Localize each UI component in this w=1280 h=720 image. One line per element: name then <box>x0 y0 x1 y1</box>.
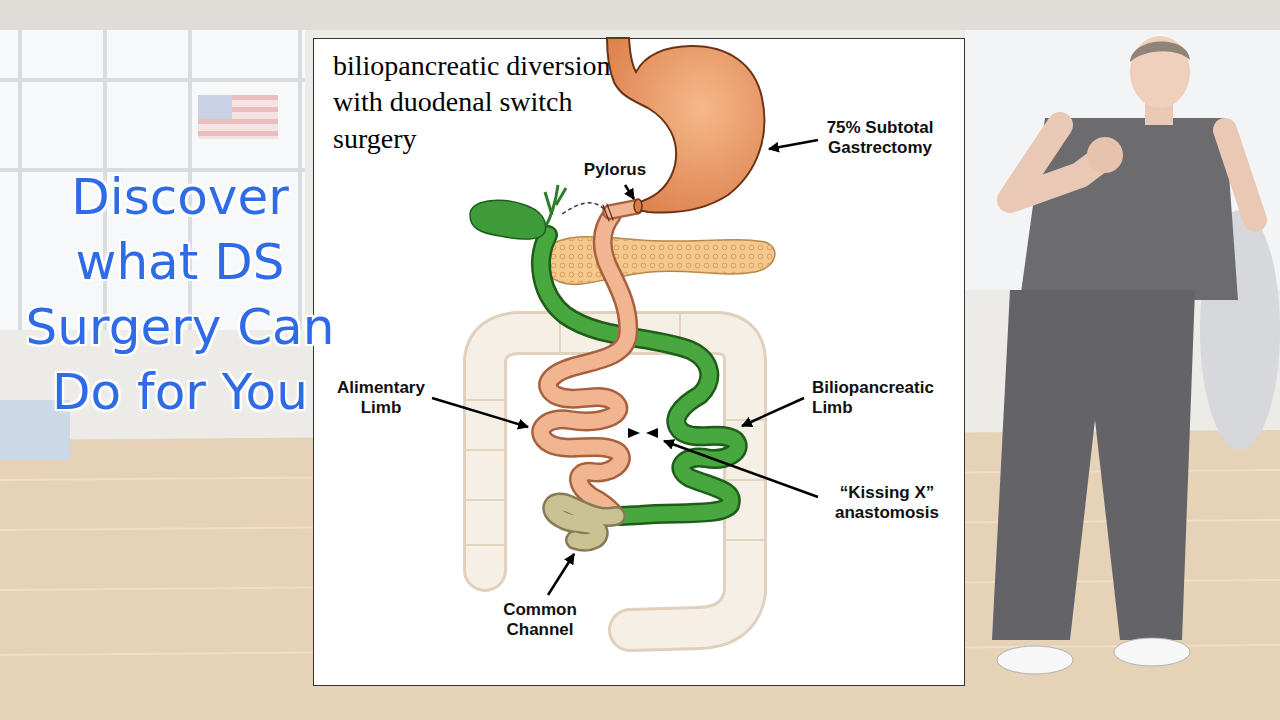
alimentary-limb <box>541 204 636 514</box>
kissing-x-arrows <box>628 428 658 438</box>
stomach-sleeve <box>607 38 764 213</box>
pylorus-ring <box>634 199 642 213</box>
leader-lines <box>625 185 634 199</box>
alimentary-limb <box>603 204 613 221</box>
stomach-sleeve <box>607 38 764 212</box>
part-label: Pylorus <box>575 160 655 180</box>
part-label: Common Channel <box>490 600 590 639</box>
leader-lines <box>432 398 528 427</box>
leader-lines <box>664 441 818 497</box>
leader-lines <box>769 140 818 149</box>
figure-title: biliopancreatic diversion with duodenal … <box>333 48 623 157</box>
gallbladder <box>470 200 546 239</box>
part-label: Alimentary Limb <box>335 378 427 417</box>
gallbladder <box>545 185 566 228</box>
part-label: “Kissing X” anastomosis <box>822 483 952 522</box>
common-channel <box>552 502 616 541</box>
leader-lines <box>548 554 574 595</box>
headline-overlay: Discover what DS Surgery Can Do for You <box>10 165 350 425</box>
common-channel <box>552 502 616 541</box>
leader-lines <box>432 140 818 595</box>
part-label: 75% Subtotal Gastrectomy <box>815 118 945 157</box>
alimentary-limb <box>610 207 636 212</box>
pancreas <box>540 237 775 285</box>
colon <box>726 539 764 541</box>
pancreas <box>540 237 775 285</box>
part-label: Biliopancreatic Limb <box>812 378 960 417</box>
figure-panel <box>314 39 965 686</box>
alimentary-limb <box>541 215 628 514</box>
kissing-x-arrows <box>646 428 658 438</box>
colon <box>466 544 504 546</box>
pancreas <box>540 237 775 285</box>
colon <box>466 399 504 401</box>
gallbladder <box>470 185 566 239</box>
alimentary-limb <box>610 207 636 212</box>
colon <box>466 499 504 501</box>
duodenal-stump-line <box>562 203 604 214</box>
colon <box>466 449 504 451</box>
alimentary-limb <box>541 215 628 514</box>
kissing-x-arrows <box>628 428 640 438</box>
common-channel <box>552 502 616 541</box>
leader-lines <box>742 398 804 426</box>
colon <box>726 479 764 481</box>
